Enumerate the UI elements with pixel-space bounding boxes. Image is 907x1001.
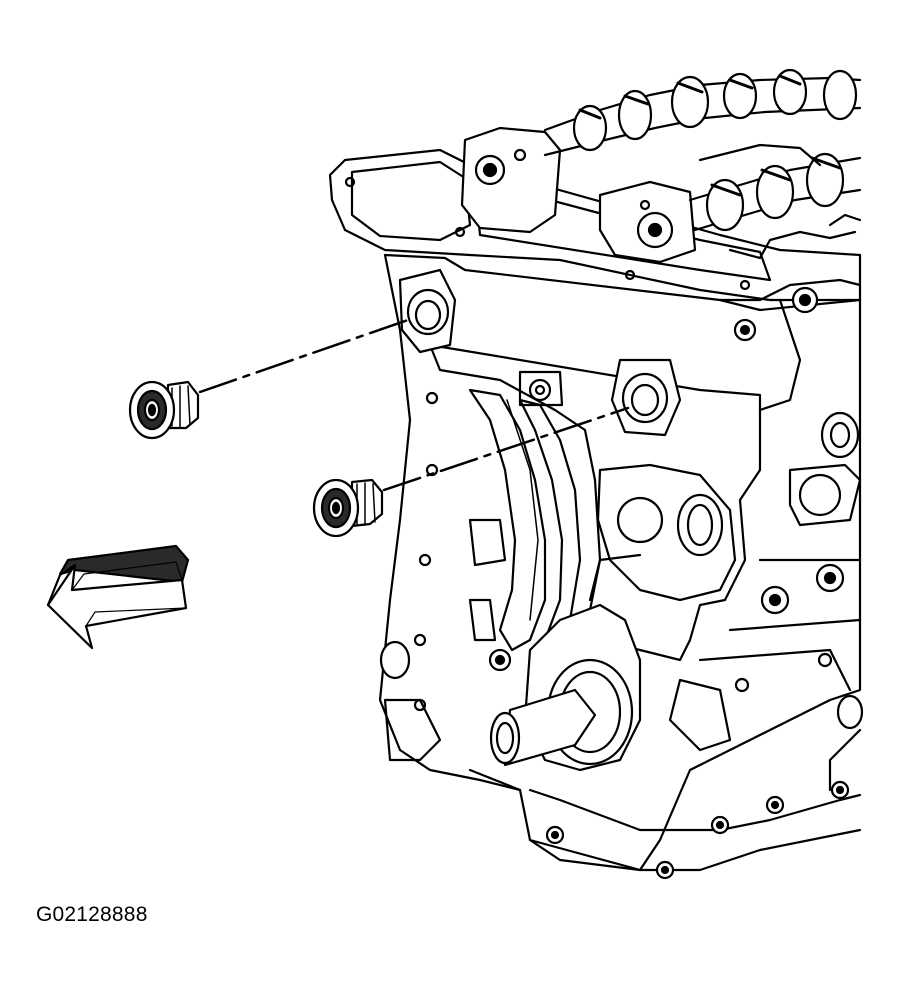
engine-block [378,253,864,880]
exhaust-camshaft [688,152,862,232]
lower-oil-gallery-plug [312,478,384,538]
intake-camshaft [543,68,862,157]
cylinder-head [328,68,862,302]
crankshaft-nose [489,603,642,772]
front-of-engine-arrow-icon [46,544,190,650]
upper-plug-hole [398,268,457,354]
upper-plug-leader-line [198,318,410,394]
figure-id-label: G02128888 [36,903,148,926]
lower-plug-leader-line [382,406,630,492]
lower-plug-hole [610,358,682,437]
upper-oil-gallery-plug [128,380,200,440]
